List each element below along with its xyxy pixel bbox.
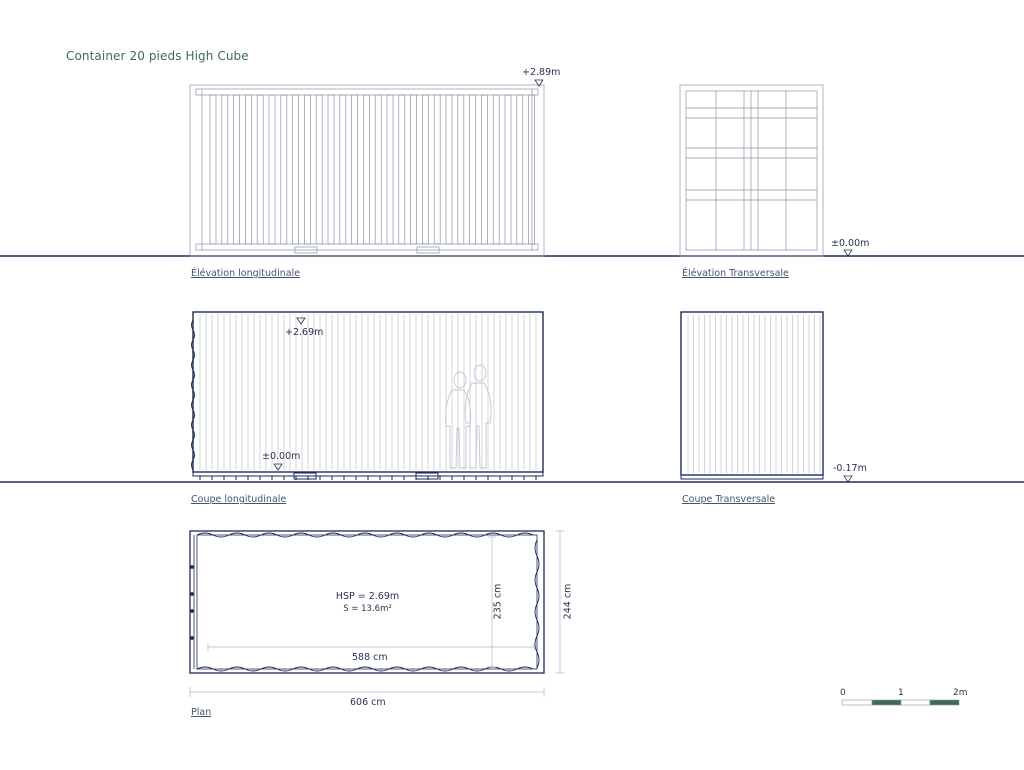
corrugation-rib [481,94,488,245]
plan-view [189,530,545,674]
view-label-elevation-longitudinal: Élévation longitudinale [191,268,301,279]
corrugation-rib [233,94,240,245]
corrugation-rib [256,94,264,245]
level-label-ground: ±0.00m [831,238,870,249]
level-label-floor: ±0.00m [262,451,301,462]
view-label-section-transverse: Coupe Transversale [682,494,776,505]
dimension-inner-length: 588 cm [352,652,388,663]
corrugation-rib [433,94,441,245]
corrugation-rib [516,94,524,245]
corrugation-rib [339,94,347,245]
level-label-ceiling: +2.69m [285,327,324,338]
corrugation-rib [398,94,406,245]
section-level-marker-ground [843,475,853,483]
corrugation-rib [351,94,358,245]
corrugation-rib [445,94,453,245]
dimension-outer-width: 244 cm [562,583,574,620]
corrugation-rib [492,94,500,245]
section-transverse [680,311,824,480]
corrugation-rib [209,94,217,245]
view-label-plan: Plan [191,707,212,718]
level-label-ground-cut: -0.17m [833,463,867,474]
view-label-section-longitudinal: Coupe longitudinale [191,494,287,505]
corrugation-rib [528,94,535,245]
plan-dimensions [189,530,564,697]
corrugation-rib [327,94,335,245]
level-label-top: +2.89m [522,67,561,78]
corrugation-rib [504,94,512,245]
corrugation-rib [363,94,370,245]
section-level-markers [273,317,306,471]
plan-hsp-note: HSP = 2.69m [335,591,400,602]
corrugation-rib [386,94,394,245]
corrugation-rib [410,94,417,245]
sheet-title: Container 20 pieds High Cube [66,49,249,63]
scale-label-2m: 2m [953,688,968,698]
corrugation-rib [374,94,382,245]
corrugation-rib [469,94,476,245]
corrugation-rib [457,94,465,245]
scale-bar [841,699,960,706]
dimension-inner-width: 235 cm [492,583,504,620]
view-label-elevation-transverse: Élévation Transversale [682,268,789,279]
corrugation-rib [304,94,311,245]
dimension-outer-length: 606 cm [350,697,386,708]
human-silhouettes [445,364,492,469]
scale-label-1: 1 [898,688,904,698]
corrugation-rib [422,94,429,245]
corrugation-rib [292,94,299,245]
plan-surface-note: S = 13.6m² [343,604,392,614]
elevation-level-marker-top [534,79,544,87]
corrugation-rib [315,94,323,245]
elevation-level-marker-ground [843,249,853,257]
corrugation-rib [221,94,229,245]
elevation-transverse [679,84,824,257]
corrugation-rib [280,94,288,245]
elevation-longitudinal [189,84,545,257]
scale-label-0: 0 [840,688,846,698]
corrugation-rib [245,94,252,245]
section-longitudinal [191,311,544,480]
corrugation-rib [268,94,276,245]
